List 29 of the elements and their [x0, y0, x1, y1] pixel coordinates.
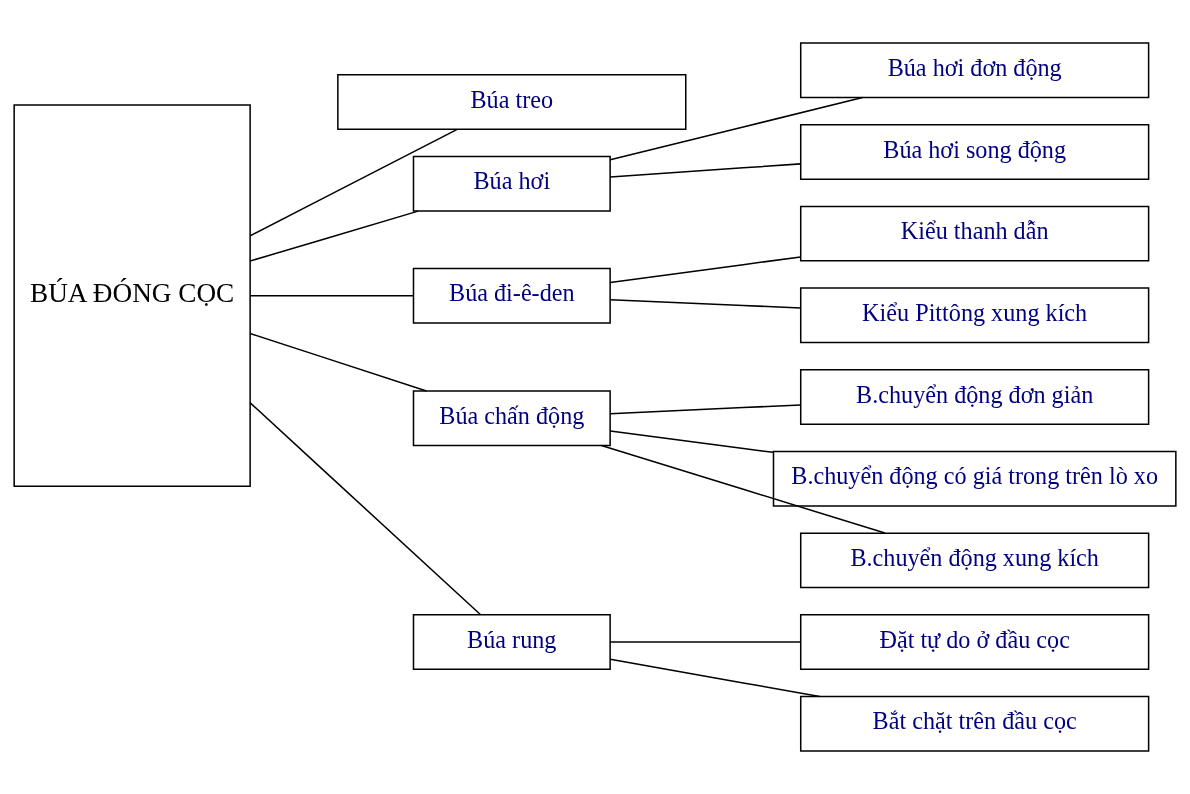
connector: [249, 294, 414, 297]
node-box: Búa hơi đơn động: [799, 42, 1150, 99]
connector: [249, 402, 482, 616]
connector: [609, 658, 821, 698]
connector: [609, 430, 774, 454]
connector: [249, 128, 458, 237]
node-box: Bắt chặt trên đầu cọc: [799, 695, 1150, 752]
node-box: Búa hơi song động: [799, 123, 1150, 180]
node-box: B.chuyển động có giá trong trên lò xo: [772, 450, 1177, 507]
connector: [609, 641, 802, 643]
connector: [609, 404, 802, 415]
node-box: Búa hơi: [412, 155, 611, 212]
node-box: Búa rung: [412, 614, 611, 671]
connector: [600, 444, 886, 534]
node-box: Búa chấn động: [412, 390, 611, 447]
connector: [609, 256, 802, 284]
node-box: B.chuyển động xung kích: [799, 532, 1150, 589]
connector: [249, 210, 419, 262]
connector: [249, 332, 428, 392]
connector: [609, 96, 864, 161]
node-box: Kiểu thanh dẫn: [799, 205, 1150, 262]
node-box: Kiểu Pittông xung kích: [799, 287, 1150, 344]
node-box: B.chuyển động đơn giản: [799, 369, 1150, 425]
node-box: Búa đi-ê-den: [412, 267, 611, 324]
node-box: Đặt tự do ở đầu cọc: [799, 614, 1150, 671]
connector: [609, 163, 802, 178]
node-box: Búa treo: [337, 74, 687, 131]
connector: [609, 299, 802, 309]
node-box: BÚA ĐÓNG CỌC: [13, 104, 251, 487]
